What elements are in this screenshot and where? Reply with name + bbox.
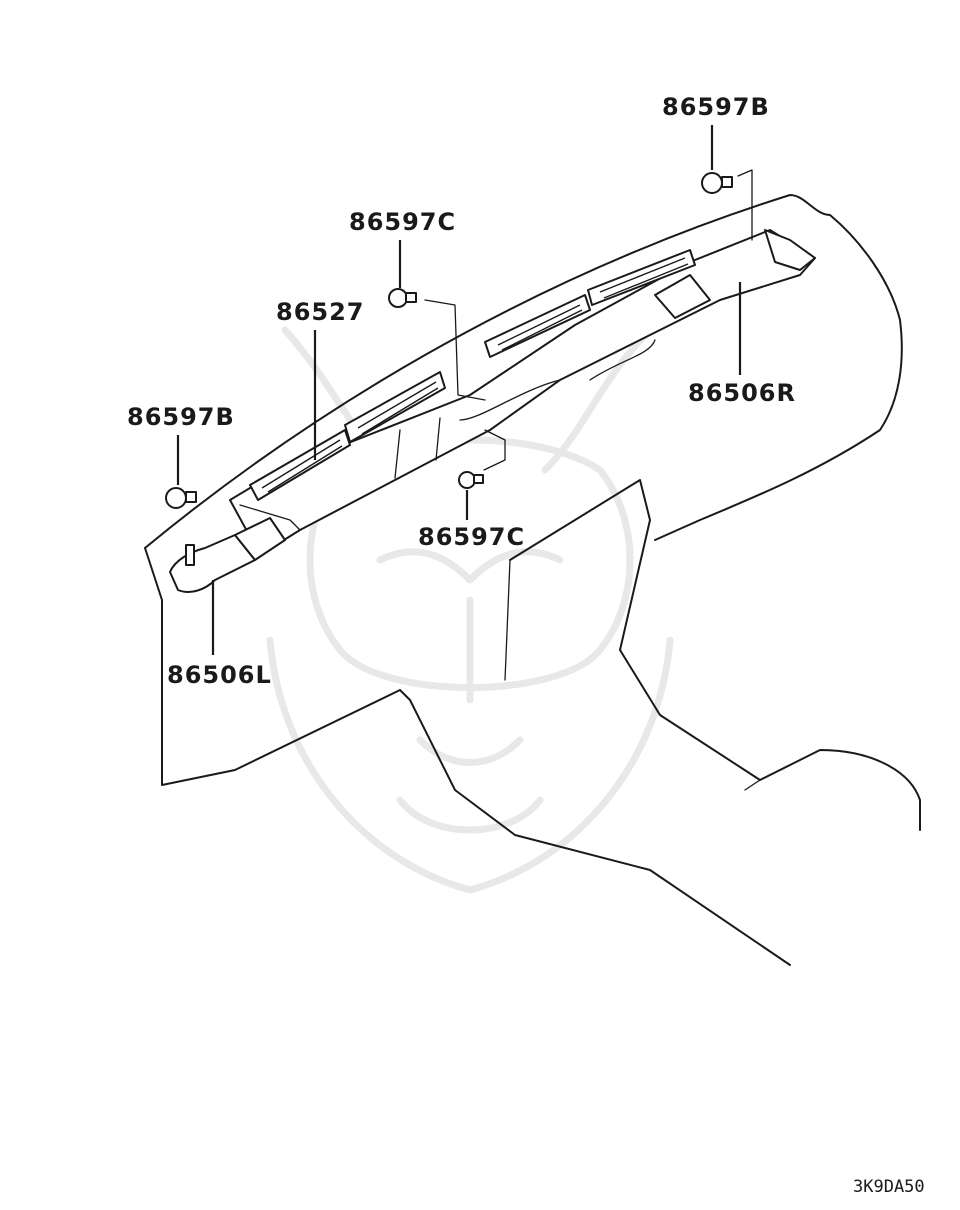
duct-left xyxy=(169,517,286,593)
label-clip-b-top: 86597B xyxy=(662,93,770,121)
label-clip-c-top: 86597C xyxy=(349,208,456,236)
reference-code: 3K9DA50 xyxy=(853,1177,925,1197)
leader-lines xyxy=(176,125,742,655)
label-duct-right: 86506R xyxy=(688,379,796,407)
vent-grille-left xyxy=(249,429,351,501)
label-clip-b-left: 86597B xyxy=(127,403,235,431)
clip-86597c-bottom-icon xyxy=(458,471,484,489)
clip-86597b-left-icon xyxy=(165,487,197,509)
duct-right xyxy=(654,229,816,319)
vent-grille-center xyxy=(344,371,446,443)
clip-86597b-top-icon xyxy=(701,172,733,194)
label-duct-left: 86506L xyxy=(167,661,272,689)
label-vent-grille: 86527 xyxy=(276,298,365,326)
vent-grille-right xyxy=(484,249,696,358)
label-clip-c-bottom: 86597C xyxy=(418,523,525,551)
dashboard-body-outline xyxy=(144,194,921,966)
mounting-guide-lines xyxy=(424,169,753,471)
clip-86597c-top-icon xyxy=(388,288,417,308)
